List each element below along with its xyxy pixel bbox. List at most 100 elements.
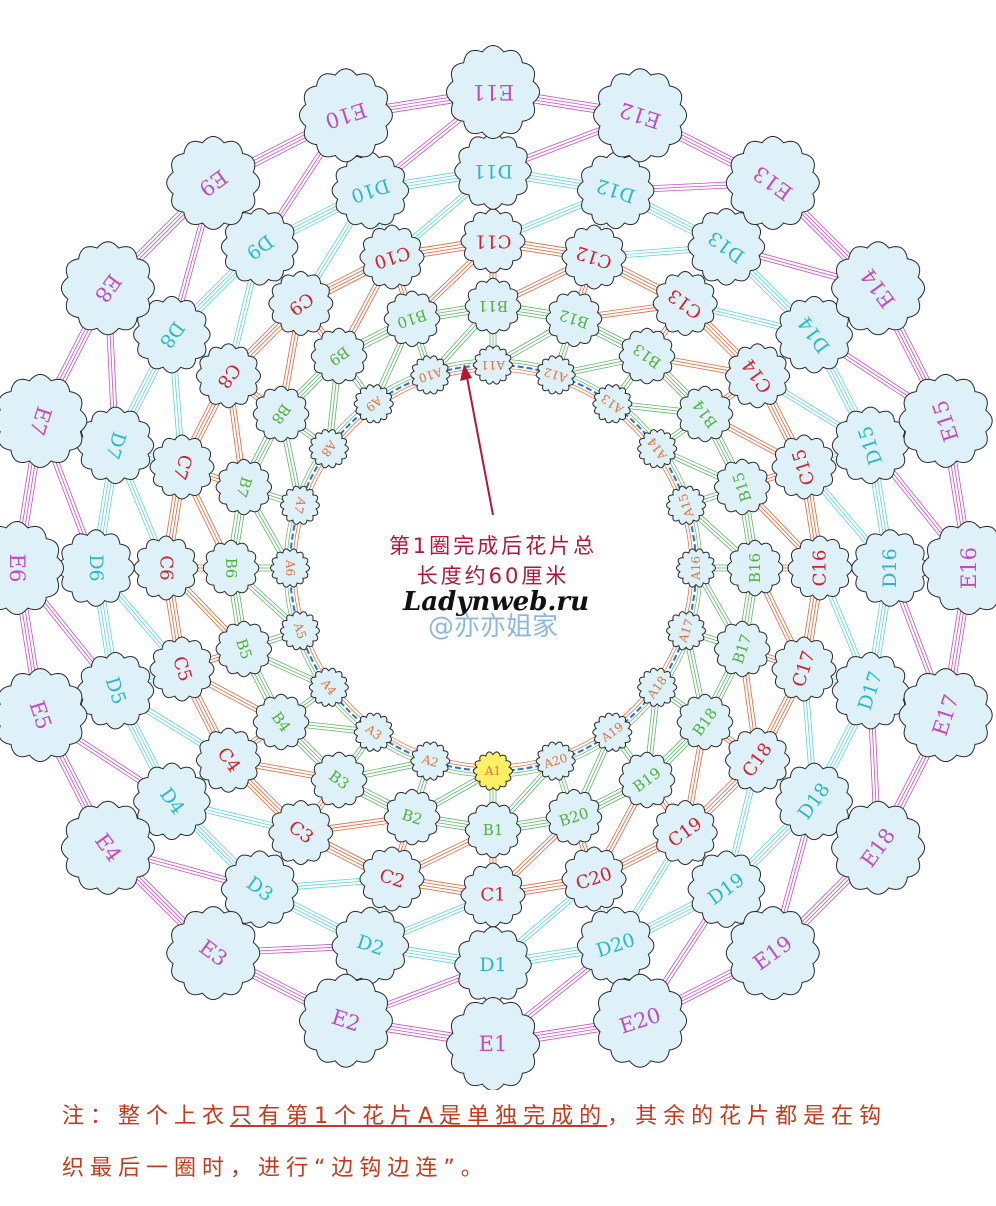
note-line2-text: 织最后一圈时，进行“边钩边连”。 <box>62 1156 489 1181</box>
motif-label: D16 <box>879 548 901 587</box>
motif-shape <box>359 846 425 912</box>
motif-e3: E3 <box>166 906 261 1001</box>
motif-a15: A15 <box>666 485 707 525</box>
motif-shape <box>331 906 410 985</box>
motif-shape <box>472 345 514 385</box>
motif-d6: D6 <box>57 529 135 607</box>
motif-b9: B9 <box>310 327 368 385</box>
motif-shape <box>724 727 791 793</box>
motif-shape <box>725 135 820 230</box>
motif-e17: E17 <box>898 668 993 763</box>
motif-shape <box>787 535 853 601</box>
motif-d4: D4 <box>133 762 211 841</box>
motif-shape <box>298 973 393 1068</box>
motif-shape <box>279 485 320 525</box>
motif-shape <box>0 373 88 468</box>
motif-shape <box>220 850 299 928</box>
note-suffix: ，其余的花片都是在钩 <box>607 1104 888 1129</box>
motif-shape <box>60 800 155 895</box>
motif-c5: C5 <box>149 636 215 702</box>
motif-a18: A18 <box>637 667 678 707</box>
watermark-site: Ladynweb.ru <box>402 587 589 617</box>
motif-shape <box>561 846 627 912</box>
motif-a20: A20 <box>535 741 576 781</box>
motif-shape <box>771 434 837 500</box>
motif-d9: D9 <box>220 208 299 286</box>
motif-shape <box>676 385 734 443</box>
motif-b17: B17 <box>713 620 771 678</box>
motif-a6: A6 <box>269 548 311 588</box>
motif-shape <box>831 241 926 336</box>
motif-label: A5 <box>290 620 309 641</box>
motif-d5: D5 <box>76 651 155 730</box>
motif-e15: E15 <box>898 373 993 468</box>
pointer-arrowhead <box>460 364 472 381</box>
motif-shape <box>149 636 215 702</box>
motif-d14: D14 <box>775 295 853 374</box>
motif-label: C1 <box>480 885 505 906</box>
motif-a2: A2 <box>410 741 451 781</box>
motif-label: E1 <box>479 1032 508 1056</box>
motif-shape <box>593 68 688 163</box>
motif-shape <box>898 668 993 763</box>
motif-shape <box>921 520 996 616</box>
motif-shape <box>454 132 532 210</box>
motif-label: A11 <box>481 358 506 372</box>
motif-e6: E6 <box>0 520 65 616</box>
motif-e16: E16 <box>921 520 996 616</box>
motif-d12: D12 <box>576 151 655 230</box>
motif-c20: C20 <box>561 846 627 912</box>
note-prefix: 注：整个上衣 <box>62 1104 231 1129</box>
motif-shape <box>535 741 576 781</box>
motif-c4: C4 <box>195 727 262 793</box>
motif-a9: A9 <box>353 384 394 424</box>
motif-shape <box>308 429 349 469</box>
motif-shape <box>410 741 451 781</box>
motif-label: B11 <box>478 297 508 315</box>
motif-d13: D13 <box>687 208 766 286</box>
motif-shape <box>60 241 155 336</box>
motif-shape <box>220 208 299 286</box>
motif-shape <box>195 727 262 793</box>
motif-b20: B20 <box>545 788 603 846</box>
motif-shape <box>593 973 688 1068</box>
motif-shape <box>775 762 853 841</box>
motif-e8: E8 <box>60 241 155 336</box>
motif-a7: A7 <box>279 485 320 525</box>
motif-c16: C16 <box>787 535 853 601</box>
motif-d17: D17 <box>831 651 910 730</box>
motif-c12: C12 <box>561 224 627 290</box>
motif-d3: D3 <box>220 850 299 928</box>
motif-e4: E4 <box>60 800 155 895</box>
motif-d2: D2 <box>331 906 410 985</box>
center-text-line2: 长度约60厘米 <box>417 564 570 588</box>
note-line-2: 织最后一圈时，进行“边钩边连”。 <box>62 1150 962 1182</box>
motif-label: B5 <box>232 636 255 661</box>
motif-shape <box>166 906 261 1001</box>
motif-c10: C10 <box>359 224 425 290</box>
motif-c3: C3 <box>268 799 334 866</box>
motif-d11: D11 <box>454 132 532 210</box>
motif-label: A1 <box>484 764 501 778</box>
motif-shape <box>666 611 707 651</box>
motif-shape <box>445 996 541 1090</box>
motif-d7: D7 <box>76 406 155 485</box>
motif-shape <box>298 68 393 163</box>
motif-shape <box>771 636 837 702</box>
motif-shape <box>464 277 522 335</box>
motif-shape <box>460 862 526 928</box>
watermark-author: @亦亦姐家 <box>428 612 558 642</box>
motif-a10: A10 <box>410 355 451 395</box>
motif-label: E6 <box>5 554 29 583</box>
motif-shape <box>637 667 678 707</box>
motif-d19: D19 <box>687 850 766 928</box>
motif-e9: E9 <box>166 135 261 230</box>
motif-c8: C8 <box>195 343 262 409</box>
motif-a13: A13 <box>592 384 633 424</box>
motif-label: A7 <box>291 494 310 515</box>
motif-e5: E5 <box>0 668 88 763</box>
motif-shape <box>353 384 394 424</box>
motif-d20: D20 <box>576 906 655 985</box>
motif-b14: B14 <box>676 385 734 443</box>
motif-b6: B6 <box>202 539 260 597</box>
